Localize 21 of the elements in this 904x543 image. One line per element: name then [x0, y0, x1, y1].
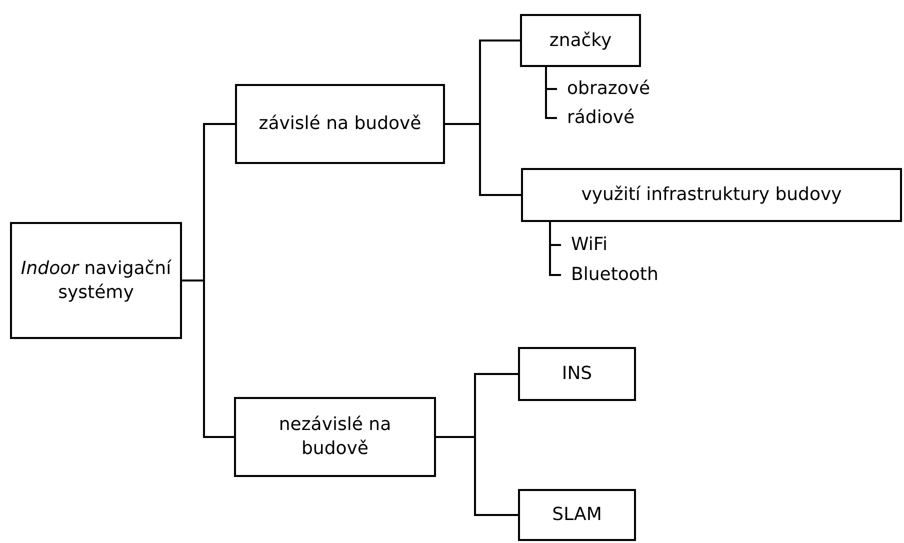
category-label: využití infrastruktury budovy: [581, 183, 842, 207]
category-box: [234, 397, 436, 477]
connector-line: [436, 436, 518, 516]
category-label: SLAM: [552, 503, 602, 527]
category-box: [235, 84, 445, 164]
category-label: nezávislé na budově: [278, 413, 392, 461]
category-box: [520, 14, 641, 67]
category-label: Indoor navigační systémy: [20, 256, 172, 304]
connector-line: [545, 67, 557, 119]
connector-line: [182, 280, 234, 438]
category-box: [521, 168, 902, 222]
category-box: [10, 222, 182, 339]
category-label: značky: [549, 28, 612, 52]
list-item-text: rádiové: [557, 106, 635, 130]
category-box: [518, 489, 636, 541]
list-item-text: WiFi: [561, 233, 608, 257]
category-label: závislé na budově: [258, 112, 422, 136]
list-item-text: obrazové: [557, 77, 650, 101]
list-item-text: Bluetooth: [561, 263, 658, 287]
category-box: [518, 347, 636, 401]
category-label: INS: [562, 362, 592, 386]
